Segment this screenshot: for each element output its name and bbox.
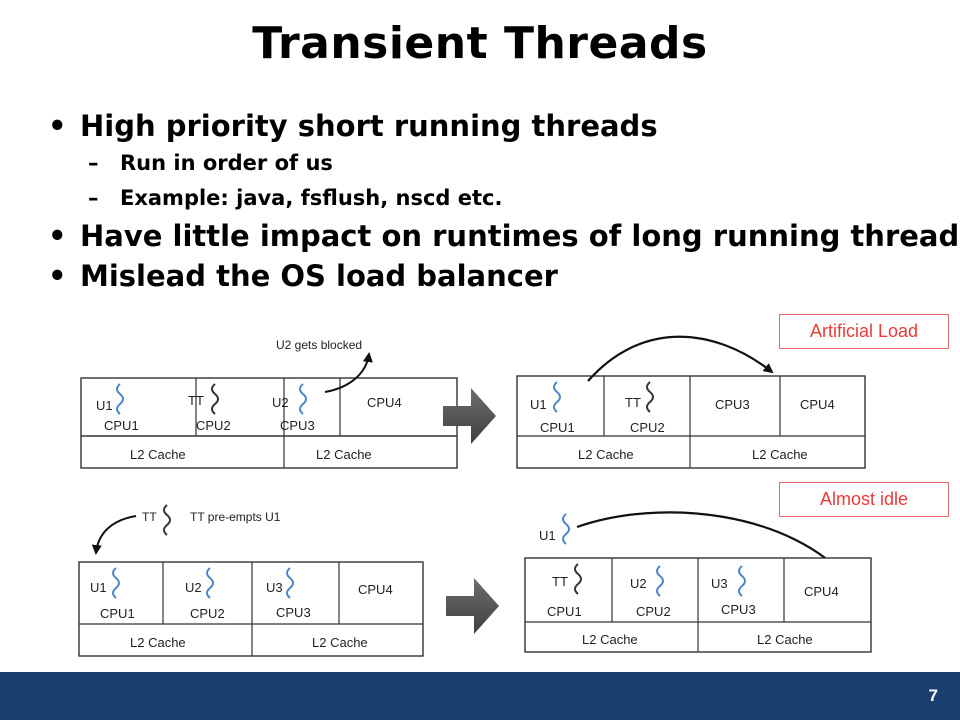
thread-label: U1 — [530, 397, 547, 412]
cpu-label: CPU2 — [190, 606, 225, 621]
preempt-arrow — [91, 515, 137, 555]
cpu-board-top-before: U1 CPU1 TT CPU2 U2 CPU3 CPU4 L2 Cache L2… — [80, 377, 458, 469]
cache-label: L2 Cache — [316, 447, 372, 462]
cpu-label: CPU4 — [800, 397, 835, 412]
thread-label: TT — [552, 574, 568, 589]
cpu-label: CPU3 — [715, 397, 750, 412]
cpu-label: CPU2 — [636, 604, 671, 619]
thread-squiggle-icon — [286, 567, 294, 599]
blocked-arrow — [324, 352, 373, 393]
page-number: 7 — [928, 686, 938, 705]
thread-squiggle-icon — [211, 383, 219, 415]
cpu-label: CPU1 — [540, 420, 575, 435]
thread-label: U1 — [96, 398, 113, 413]
cpu-board-bottom-before: U1 CPU1 U2 CPU2 U3 CPU3 CPU4 L2 Cache L2… — [78, 561, 424, 657]
thread-squiggle-icon — [738, 565, 746, 597]
thread-label: TT — [188, 393, 204, 408]
thread-label: U2 — [630, 576, 647, 591]
bullet-item: Have little impact on runtimes of long r… — [48, 216, 960, 256]
cpu-board-bottom-after: TT CPU1 U2 CPU2 U3 CPU3 CPU4 L2 Cache L2… — [524, 557, 872, 653]
callout-artificial-load: Artificial Load — [779, 314, 949, 349]
annotation-u2-blocked: U2 gets blocked — [276, 338, 362, 352]
thread-label: U1 — [539, 528, 556, 543]
cpu-label: CPU4 — [358, 582, 393, 597]
cache-label: L2 Cache — [130, 635, 186, 650]
cpu-label: CPU3 — [280, 418, 315, 433]
thread-squiggle-icon — [299, 383, 307, 415]
thread-label: U2 — [272, 395, 289, 410]
migration-arrow — [587, 335, 774, 382]
thread-label: U1 — [90, 580, 107, 595]
sub-bullet-item: Run in order of us — [48, 146, 948, 181]
thread-label: U3 — [266, 580, 283, 595]
footer-bar: 7 — [0, 672, 960, 720]
cache-label: L2 Cache — [130, 447, 186, 462]
thread-squiggle-icon — [163, 504, 171, 536]
cache-label: L2 Cache — [578, 447, 634, 462]
cache-label: L2 Cache — [582, 632, 638, 647]
bullet-item: Mislead the OS load balancer — [48, 256, 948, 296]
transition-arrow-icon — [446, 578, 499, 634]
bullet-list: High priority short running threads Run … — [48, 106, 960, 296]
thread-label: U2 — [185, 580, 202, 595]
sub-bullet-item: Example: java, fsflush, nscd etc. — [48, 181, 948, 216]
callout-almost-idle: Almost idle — [779, 482, 949, 517]
slide-title: Transient Threads — [252, 18, 708, 69]
cache-label: L2 Cache — [757, 632, 813, 647]
thread-squiggle-icon — [574, 563, 582, 595]
cpu-label: CPU1 — [100, 606, 135, 621]
cpu-label: CPU4 — [804, 584, 839, 599]
svg-text:TT: TT — [142, 510, 157, 524]
thread-migration-diagram: U1 CPU1 TT CPU2 U2 CPU3 CPU4 L2 Cache L2… — [78, 335, 872, 657]
cpu-label: CPU1 — [104, 418, 139, 433]
cpu-label: CPU2 — [630, 420, 665, 435]
cache-label: L2 Cache — [312, 635, 368, 650]
cpu-label: CPU2 — [196, 418, 231, 433]
thread-squiggle-icon — [553, 381, 561, 413]
thread-squiggle-icon — [112, 567, 120, 599]
cache-label: L2 Cache — [752, 447, 808, 462]
transition-arrow-icon — [443, 388, 496, 444]
thread-squiggle-icon — [206, 567, 214, 599]
cpu-label: CPU1 — [547, 604, 582, 619]
thread-squiggle-icon — [116, 383, 124, 415]
bullet-item: High priority short running threads — [48, 106, 948, 146]
thread-label: TT — [625, 395, 641, 410]
thread-label: U3 — [711, 576, 728, 591]
annotation-tt-preempts: TT pre-empts U1 — [190, 510, 281, 524]
thread-squiggle-icon — [656, 565, 664, 597]
cpu-board-top-after: U1 CPU1 TT CPU2 CPU3 CPU4 L2 Cache L2 Ca… — [516, 375, 866, 469]
cpu-label: CPU3 — [276, 605, 311, 620]
thread-squiggle-icon — [646, 381, 654, 413]
cpu-label: CPU3 — [721, 602, 756, 617]
cpu-label: CPU4 — [367, 395, 402, 410]
thread-squiggle-icon — [562, 513, 570, 545]
